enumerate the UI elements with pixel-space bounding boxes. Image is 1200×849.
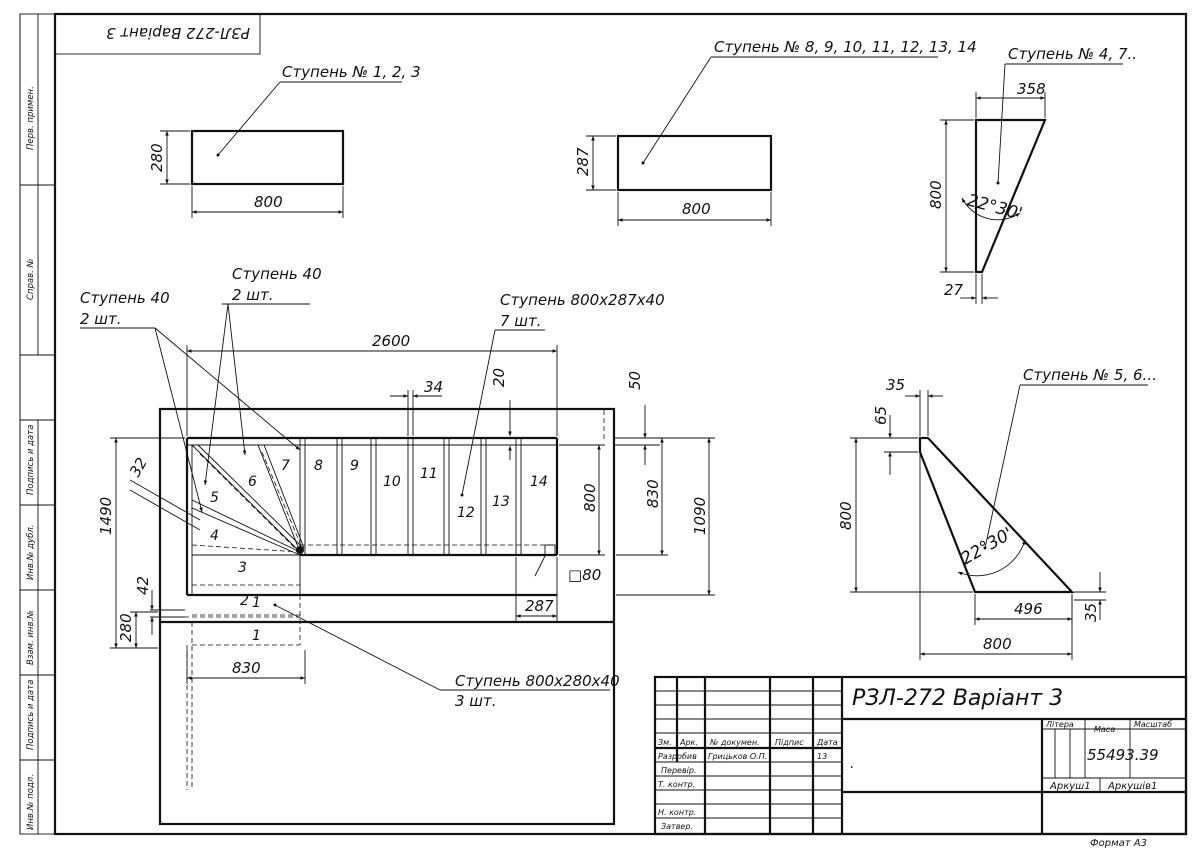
- dim-plan-34: 34: [424, 378, 443, 396]
- dim-t47-bot: 27: [944, 281, 964, 299]
- side-label-2: Справ. №: [26, 258, 36, 300]
- side-label-7: Инв.№ подл.: [26, 774, 36, 830]
- dim-r2-w: 800: [682, 200, 711, 218]
- tb-dot: .: [850, 756, 854, 772]
- tb-row-razrab-name: Грицьков О.П.: [708, 752, 767, 761]
- dim-plan-1490: 1490: [97, 497, 115, 535]
- dim-plan-42: 42: [134, 576, 152, 595]
- dim-plan-sq: □80: [568, 566, 601, 584]
- dim-t56-h: 800: [837, 501, 855, 530]
- dim-plan-50: 50: [626, 371, 644, 390]
- tb-col-ark: Арк.: [679, 738, 698, 747]
- step-num-3: 3: [238, 560, 247, 576]
- step-num-5: 5: [210, 490, 219, 506]
- tb-masshtab: Масштаб: [1134, 720, 1172, 729]
- tb-sheets: Аркушів1: [1107, 780, 1157, 792]
- side-label-5: Взам. инв.№: [26, 610, 36, 665]
- step-num-9: 9: [350, 458, 359, 474]
- label-step40-a-2: 2 шт.: [80, 310, 122, 328]
- side-strip: Перв. примен. Справ. № Подпись и дата Ин…: [19, 14, 55, 834]
- dim-t56-bot: 496: [1014, 600, 1043, 618]
- step-num-1: 1: [252, 595, 261, 611]
- step-8-14-detail: Ступень № 8, 9, 10, 11, 12, 13, 14 287 8…: [574, 38, 977, 226]
- label-800x280-1: Ступень 800х280х40: [455, 672, 620, 690]
- tb-col-izm: Зм.: [658, 738, 672, 747]
- step-num-12: 12: [457, 505, 475, 521]
- tb-mass-value: 55493.39: [1087, 746, 1159, 764]
- dim-t47-top: 358: [1017, 80, 1046, 98]
- dim-plan-287: 287: [525, 597, 554, 615]
- dim-t56-right: 35: [1082, 603, 1100, 622]
- step-num-14: 14: [530, 474, 548, 490]
- dim-t56-total: 800: [983, 635, 1012, 653]
- label-800x280-2: 3 шт.: [455, 692, 497, 710]
- dim-t56-notch: 65: [872, 406, 890, 425]
- tb-row-tkontr: Т. контр.: [658, 780, 695, 789]
- side-label-6: Подпись и дата: [26, 680, 36, 750]
- tb-row-razrab-date: 13: [817, 752, 827, 761]
- label-steps-8-14: Ступень № 8, 9, 10, 11, 12, 13, 14: [714, 38, 977, 56]
- step-56-detail: Ступень № 5, 6... 35 65 800 22°30' 496 8…: [837, 366, 1157, 660]
- step-num-13: 13: [492, 494, 510, 510]
- tb-litera: Літера: [1045, 720, 1074, 729]
- label-step40-b-1: Ступень 40: [232, 265, 322, 283]
- dim-plan-280: 280: [117, 613, 135, 642]
- tb-row-razrab: Разробив: [658, 752, 697, 761]
- dim-plan-830b: 830: [232, 659, 261, 677]
- dim-plan-830: 830: [644, 479, 662, 508]
- title-text: РЗЛ-272 Варіант 3: [852, 686, 1063, 711]
- step-num-4: 4: [210, 528, 219, 544]
- step-num-1-lower: 1: [252, 628, 261, 644]
- tb-massa: Маса: [1094, 725, 1115, 734]
- label-step40-b-2: 2 шт.: [232, 286, 274, 304]
- dim-r1-w: 800: [254, 193, 283, 211]
- tb-row-utv: Затвер.: [661, 822, 693, 831]
- dim-t47-h: 800: [927, 180, 945, 209]
- step-num-8: 8: [314, 458, 323, 474]
- side-label-1: Перв. примен.: [26, 86, 36, 150]
- tb-row-proveril: Перевір.: [661, 766, 697, 775]
- dim-plan-1090: 1090: [691, 497, 709, 535]
- format-label: Формат А3: [1090, 838, 1147, 849]
- dim-t56-top: 35: [886, 376, 905, 394]
- tb-col-sign: Підпис: [775, 738, 804, 747]
- dim-plan-800: 800: [581, 483, 599, 512]
- top-stamp: [54, 13, 261, 55]
- outer-frame: [19, 13, 1187, 835]
- dim-r2-h: 287: [574, 147, 592, 176]
- label-800x287-1: Ступень 800х287х40: [500, 291, 665, 309]
- dim-plan-total: 2600: [372, 332, 410, 350]
- step-num-10: 10: [383, 474, 401, 490]
- label-step40-a-1: Ступень 40: [80, 289, 170, 307]
- tb-sheet: Аркуш1: [1049, 781, 1091, 792]
- title-block: РЗЛ-272 Варіант 3 Зм. Арк. № докумен. Пі…: [653, 675, 1188, 836]
- label-800x287-2: 7 шт.: [500, 312, 542, 330]
- tb-col-date: Дата: [816, 738, 838, 747]
- step-num-2: 2: [240, 593, 249, 609]
- label-steps-47: Ступень № 4, 7..: [1008, 45, 1137, 63]
- inner-frame: [53, 12, 1188, 836]
- step-num-7: 7: [281, 458, 290, 474]
- tb-col-doc: № докумен.: [709, 738, 760, 747]
- dim-r1-h: 280: [148, 143, 166, 172]
- side-label-3: Подпись и дата: [26, 425, 36, 495]
- tb-row-nkontr: Н. контр.: [658, 808, 696, 817]
- label-steps-56: Ступень № 5, 6...: [1023, 366, 1157, 384]
- step-123-detail: Ступень № 1, 2, 3 280 800: [148, 63, 421, 218]
- top-stamp-text: РЗЛ-272 Варіант 3: [106, 24, 250, 42]
- side-label-4: Инв.№ дубл.: [26, 525, 36, 580]
- label-steps-123: Ступень № 1, 2, 3: [282, 63, 421, 81]
- stair-plan: 1 2 3 4 5 6 7 8 9 10 11 12 13 14 1 Ступе…: [80, 265, 715, 826]
- dim-plan-20: 20: [490, 368, 508, 387]
- step-num-11: 11: [420, 466, 438, 482]
- step-47-detail: Ступень № 4, 7.. 358 800 22°30' 27: [927, 45, 1137, 304]
- step-num-6: 6: [248, 474, 257, 490]
- dim-plan-32: 32: [126, 454, 151, 480]
- dim-t56-angle: 22°30': [958, 524, 1017, 570]
